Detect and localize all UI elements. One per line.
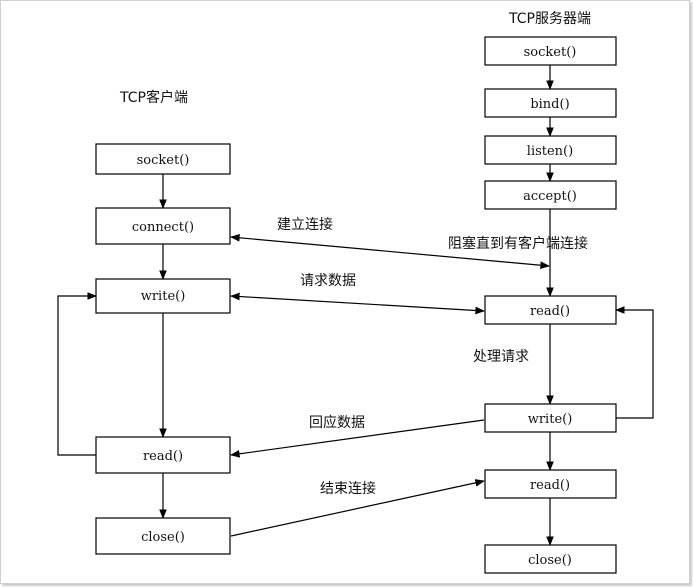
server-write-box: write() [484, 403, 617, 433]
server-listen-box: listen() [484, 135, 617, 165]
client-socket-label: socket() [137, 153, 190, 168]
server-read-label: read() [530, 304, 570, 319]
client-read-box: read() [95, 436, 231, 474]
server-read-box: read() [484, 295, 617, 325]
server-title: TCP服务器端 [508, 11, 591, 27]
server-socket-label: socket() [524, 45, 577, 60]
client-socket-box: socket() [95, 143, 231, 175]
server-listen-label: listen() [527, 144, 573, 159]
server-read2-label: read() [530, 478, 570, 493]
server-accept-box: accept() [484, 180, 617, 210]
establish-label: 建立连接 [277, 216, 333, 233]
request-data-arrow [230, 292, 485, 315]
client-close-label: close() [141, 530, 185, 545]
request-label: 请求数据 [300, 273, 356, 289]
client-write-label: write() [141, 289, 186, 304]
client-loop-arrow [57, 292, 97, 456]
server-socket-box: socket() [484, 36, 617, 66]
process-note: 处理请求 [473, 349, 529, 365]
server-loop-arrow [615, 306, 654, 419]
client-connect-label: connect() [132, 220, 194, 235]
client-read-label: read() [143, 449, 183, 464]
client-connect-box: connect() [95, 207, 231, 245]
server-write-label: write() [528, 412, 573, 427]
terminate-label: 结束连接 [320, 480, 376, 497]
client-close-box: close() [95, 517, 231, 555]
client-title: TCP客户端 [119, 89, 188, 106]
response-label: 回应数据 [309, 414, 365, 431]
server-read2-box: read() [484, 469, 617, 499]
establish-connection-arrow [230, 233, 550, 270]
server-bind-box: bind() [484, 88, 617, 118]
terminate-connection-arrow [230, 479, 485, 537]
block-note: 阻塞直到有客户端连接 [448, 235, 588, 252]
client-write-box: write() [95, 278, 231, 314]
server-close-label: close() [528, 553, 572, 568]
server-accept-label: accept() [523, 189, 577, 204]
server-bind-label: bind() [530, 97, 569, 112]
response-data-arrow [230, 419, 485, 458]
server-close-box: close() [484, 544, 617, 574]
